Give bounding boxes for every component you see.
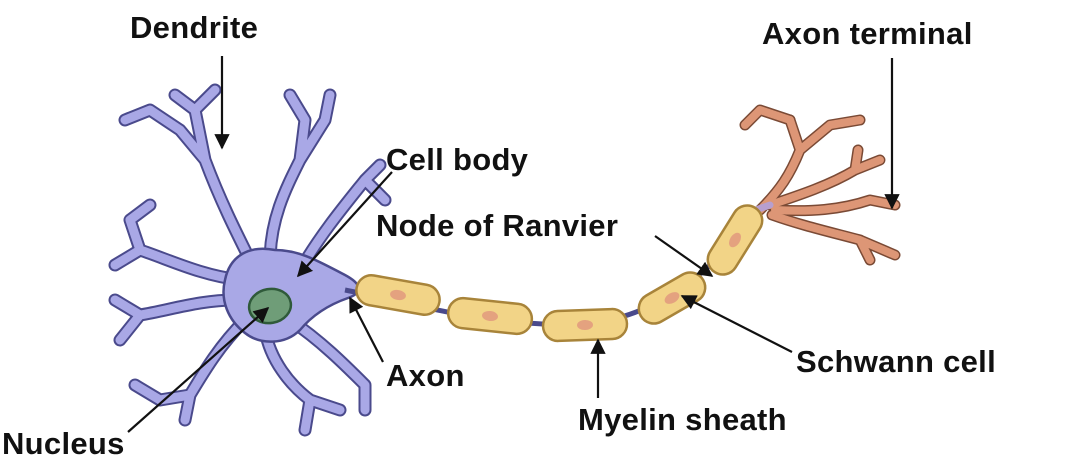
myelin-segment (702, 200, 768, 280)
node-of-ranvier-pointer (655, 236, 712, 276)
dendrite-label: Dendrite (130, 12, 258, 43)
schwann-cell-label: Schwann cell (796, 346, 996, 377)
axon-terminal-branches (745, 110, 895, 260)
axon-terminal-label: Axon terminal (762, 18, 973, 49)
nucleus-pointer (128, 308, 268, 432)
cell-body (224, 249, 359, 342)
axon-label: Axon (386, 360, 465, 391)
myelin-segment (633, 267, 710, 329)
myelin-segment (354, 273, 442, 317)
node-of-ranvier-label: Node of Ranvier (376, 210, 618, 241)
nucleus-label: Nucleus (2, 428, 125, 459)
schwann-cell-pointer (682, 296, 792, 352)
myelin-segment (447, 297, 534, 336)
cell-body-label: Cell body (386, 144, 528, 175)
myelin-sheath-label: Myelin sheath (578, 404, 787, 435)
myelin-segment (543, 309, 628, 342)
